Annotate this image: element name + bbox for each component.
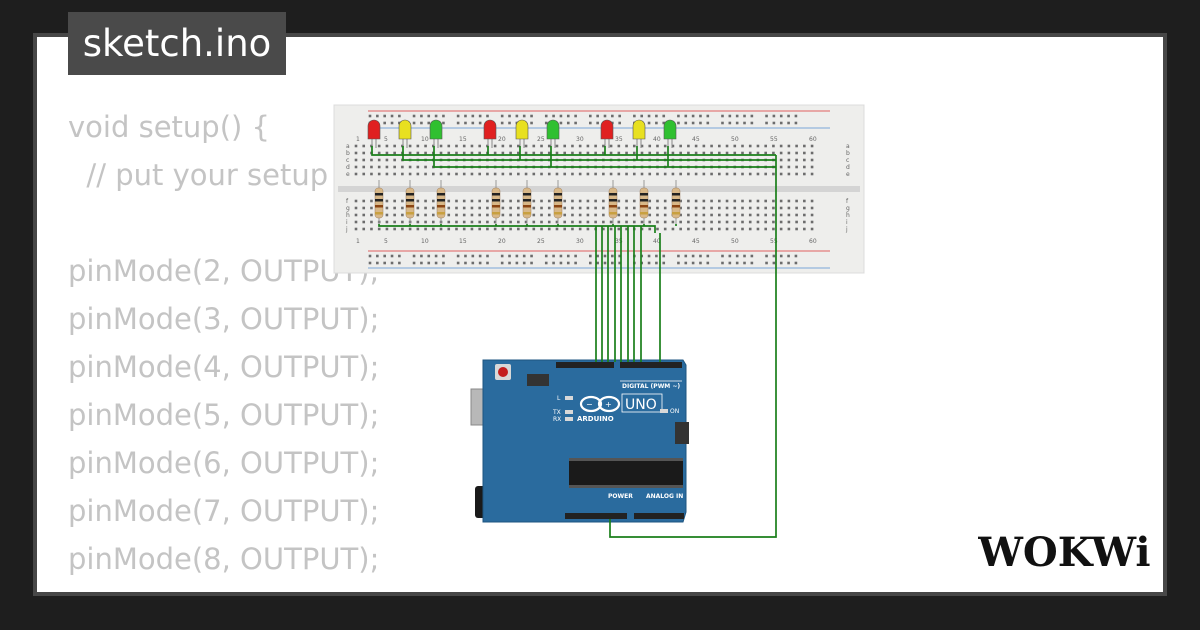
digital-header-label: DIGITAL (PWM ~) xyxy=(622,383,680,390)
row-label: i xyxy=(846,219,848,226)
row-label: d xyxy=(846,164,850,171)
row-label: e xyxy=(846,171,850,178)
wires xyxy=(371,146,777,538)
l-led-label: L xyxy=(557,395,561,402)
code-line: pinMode(3, OUTPUT); xyxy=(68,302,380,336)
analog-header-label: ANALOG IN xyxy=(646,493,683,500)
code-line: pinMode(5, OUTPUT); xyxy=(68,398,380,432)
resistor[interactable] xyxy=(553,180,563,226)
col-label: 40 xyxy=(653,136,661,143)
led-yellow[interactable] xyxy=(632,119,646,148)
reset-button[interactable] xyxy=(498,367,508,377)
col-label: 30 xyxy=(576,136,584,143)
col-label: 35 xyxy=(615,136,623,143)
col-label: 50 xyxy=(731,136,739,143)
col-label: 25 xyxy=(537,238,545,245)
row-label: j xyxy=(845,226,848,233)
board-model-label: UNO xyxy=(625,397,657,413)
svg-text:−: − xyxy=(586,400,593,409)
col-label: 15 xyxy=(459,136,467,143)
row-label: d xyxy=(346,164,350,171)
on-led-label: ON xyxy=(670,408,679,415)
row-label: a xyxy=(346,143,350,150)
col-label: 50 xyxy=(731,238,739,245)
code-line: pinMode(6, OUTPUT); xyxy=(68,446,380,480)
arduino-infinity-logo xyxy=(579,395,621,413)
code-line: pinMode(7, OUTPUT); xyxy=(68,494,380,528)
column-labels-bottom: 1 5 10 15 20 25 30 35 40 45 50 55 60 xyxy=(356,238,817,245)
resistor[interactable] xyxy=(374,180,384,226)
arduino-brand-label: ARDUINO xyxy=(577,415,614,423)
power-header-label: POWER xyxy=(608,493,633,500)
code-line: pinMode(9, OUTPUT); xyxy=(68,583,676,592)
col-label: 5 xyxy=(384,136,388,143)
resistor[interactable] xyxy=(405,180,415,226)
row-label: b xyxy=(346,150,350,157)
led-red[interactable] xyxy=(600,119,614,148)
atmega-chip xyxy=(569,460,683,486)
col-label: 55 xyxy=(770,136,778,143)
led-green[interactable] xyxy=(429,119,443,148)
resistor[interactable] xyxy=(522,180,532,226)
col-label: 55 xyxy=(770,238,778,245)
col-label: 60 xyxy=(809,136,817,143)
resistor[interactable] xyxy=(671,180,681,226)
code-line: pinMode(4, OUTPUT); xyxy=(68,350,380,384)
arduino-uno-board[interactable]: DIGITAL (PWM ~) − + ARDUINO UNO ON L TX … xyxy=(470,359,689,523)
row-label: b xyxy=(846,150,850,157)
row-label: f xyxy=(846,198,849,205)
code-line: pinMode(8, OUTPUT); xyxy=(68,542,380,576)
wokwi-logo: WOKWi xyxy=(977,528,1151,580)
row-label: c xyxy=(346,157,349,164)
row-label: j xyxy=(345,226,348,233)
column-labels-top: 1 5 10 15 20 25 30 35 40 45 50 55 60 xyxy=(356,136,817,143)
col-label: 20 xyxy=(498,136,506,143)
row-label: h xyxy=(346,212,350,219)
col-label: 25 xyxy=(537,136,545,143)
brand-name: WOKWi xyxy=(978,529,1150,576)
led-yellow[interactable] xyxy=(515,119,529,148)
resistor[interactable] xyxy=(639,180,649,226)
led-red[interactable] xyxy=(367,119,381,148)
col-label: 45 xyxy=(692,238,700,245)
file-tab[interactable]: sketch.ino xyxy=(68,12,286,75)
row-label: a xyxy=(846,143,850,150)
svg-text:+: + xyxy=(605,400,612,409)
row-label: e xyxy=(346,171,350,178)
col-label: 10 xyxy=(421,238,429,245)
col-label: 30 xyxy=(576,238,584,245)
col-label: 5 xyxy=(384,238,388,245)
row-label: c xyxy=(846,157,849,164)
row-label: i xyxy=(346,219,348,226)
col-label: 40 xyxy=(653,238,661,245)
col-label: 1 xyxy=(356,238,360,245)
row-labels: a b c d e f g h i j a b c d e f g h i j xyxy=(345,143,850,233)
col-label: 45 xyxy=(692,136,700,143)
breadboard[interactable]: 1 5 10 15 20 25 30 35 40 45 50 55 60 1 5… xyxy=(333,104,865,274)
col-label: 15 xyxy=(459,238,467,245)
row-label: g xyxy=(846,205,850,212)
col-label: 1 xyxy=(356,136,360,143)
resistor[interactable] xyxy=(608,180,618,226)
col-label: 10 xyxy=(421,136,429,143)
col-label: 35 xyxy=(615,238,623,245)
row-label: h xyxy=(846,212,850,219)
rx-led-label: RX xyxy=(553,416,561,423)
col-label: 20 xyxy=(498,238,506,245)
code-line: void setup() { xyxy=(68,110,270,144)
row-label: f xyxy=(346,198,349,205)
tx-led-label: TX xyxy=(552,409,561,416)
col-label: 60 xyxy=(809,238,817,245)
resistor[interactable] xyxy=(491,180,501,226)
resistor[interactable] xyxy=(436,180,446,226)
row-label: g xyxy=(346,205,350,212)
